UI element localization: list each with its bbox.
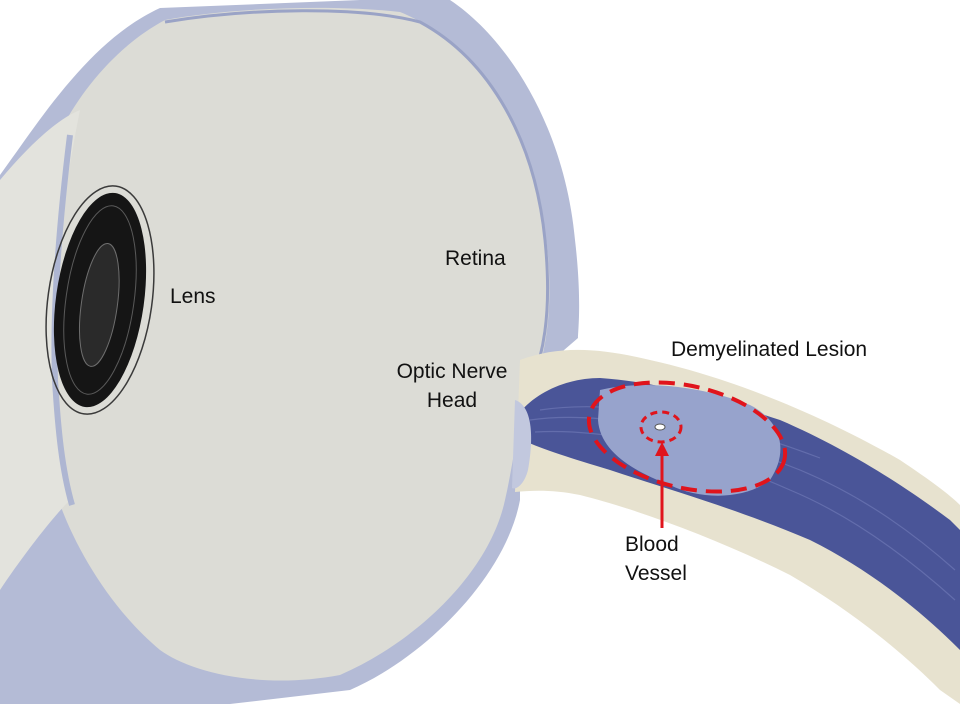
blood-vessel-label: Blood Vessel (625, 530, 687, 588)
demyelinated-lesion-label: Demyelinated Lesion (671, 335, 867, 364)
blood-vessel (655, 424, 665, 430)
optic-nerve-head-label: Optic Nerve Head (382, 357, 522, 415)
optic-nerve-head-label-line2: Head (382, 386, 522, 415)
blood-vessel-label-line1: Blood (625, 530, 687, 559)
optic-nerve-head-label-line1: Optic Nerve (382, 357, 522, 386)
blood-vessel-label-line2: Vessel (625, 559, 687, 588)
retina-label: Retina (445, 244, 506, 273)
lens-label: Lens (170, 282, 216, 311)
